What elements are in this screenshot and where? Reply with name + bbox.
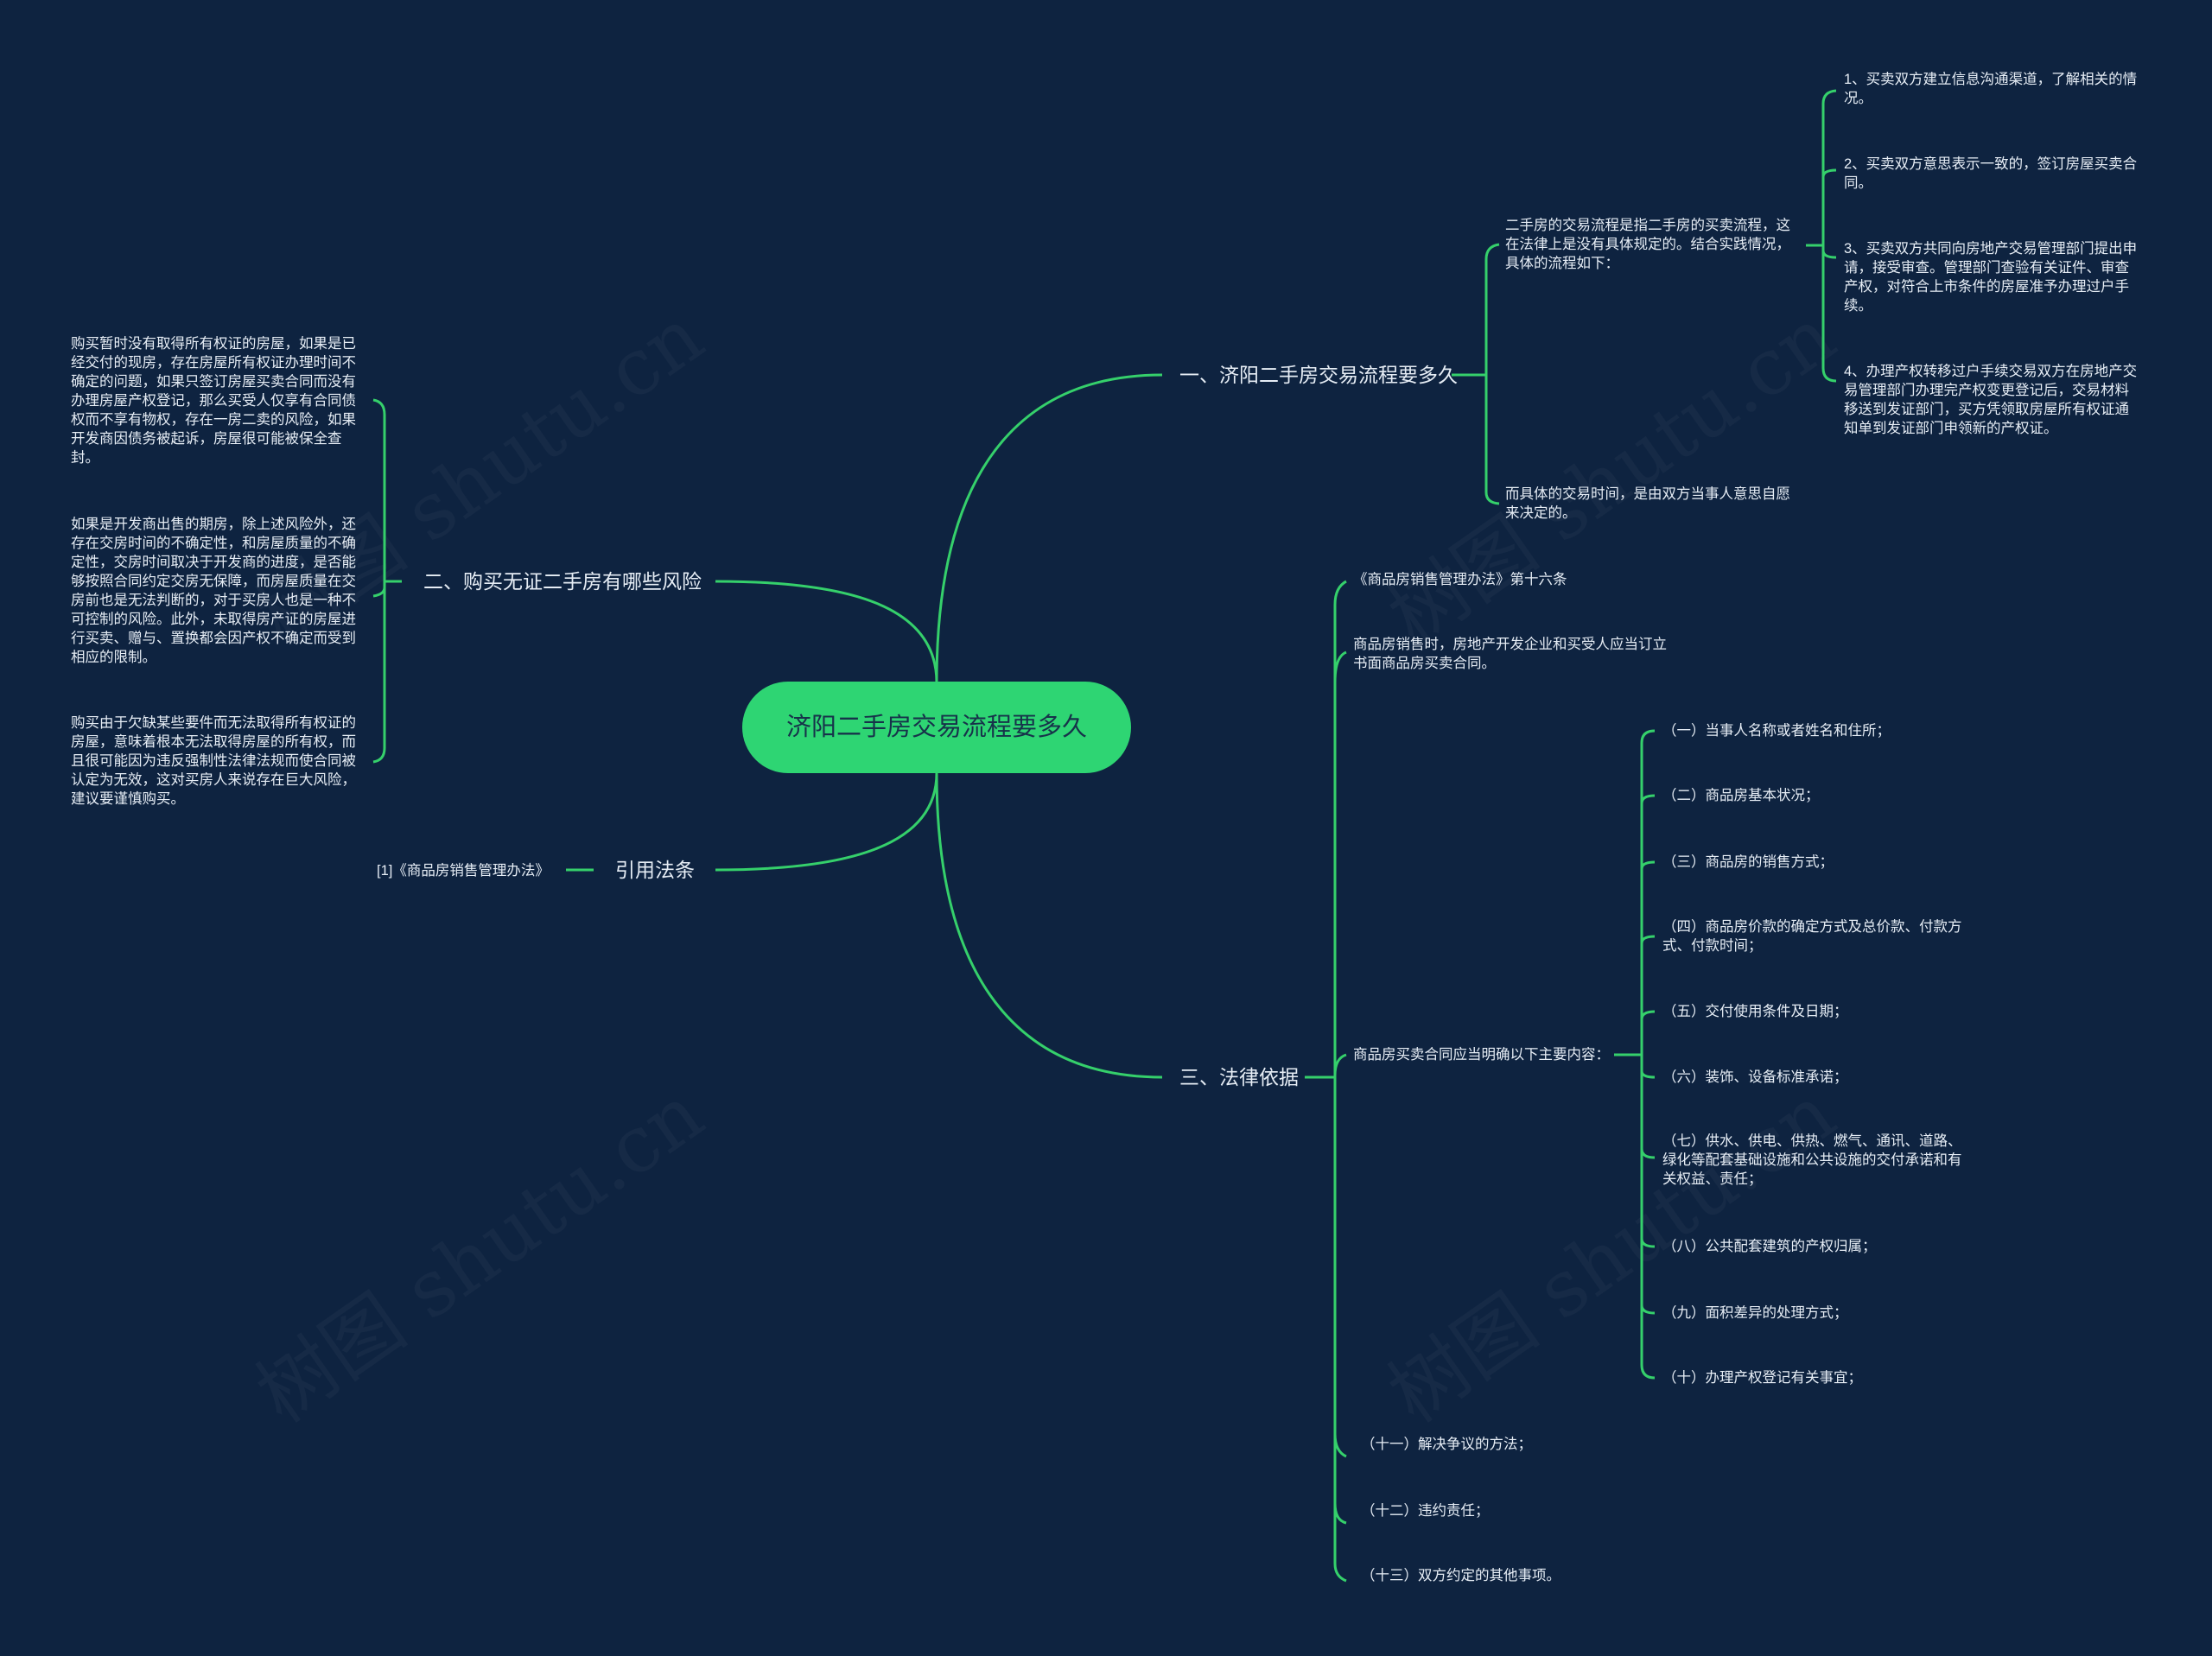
legal-item[interactable]: （十二）违约责任；: [1361, 1503, 1490, 1519]
contract-item[interactable]: （七）供水、供电、供热、燃气、通讯、道路、绿化等配套基础设施和公共设施的交付承诺…: [1662, 1133, 1962, 1187]
contract-item[interactable]: （四）商品房价款的确定方式及总价款、付款方式、付款时间；: [1662, 919, 1962, 954]
risk-item[interactable]: 购买暂时没有取得所有权证的房屋，如果是已经交付的现房，存在房屋所有权证办理时间不…: [71, 336, 356, 466]
legal-item[interactable]: （十一）解决争议的方法；: [1361, 1437, 1532, 1452]
branch-legal-basis[interactable]: 三、法律依据: [1179, 1066, 1299, 1088]
link-items-bracket: [1614, 729, 1656, 1380]
process-description[interactable]: 二手房的交易流程是指二手房的买卖流程，这在法律上是没有具体规定的。结合实践情况，…: [1505, 218, 1790, 271]
legal-clause[interactable]: 商品房销售时，房地产开发企业和买受人应当订立书面商品房买卖合同。: [1353, 637, 1667, 671]
legal-item[interactable]: （十三）双方约定的其他事项。: [1361, 1568, 1560, 1583]
link-steps-bracket: [1806, 89, 1837, 383]
link-b2-bracket: [372, 398, 402, 764]
legal-article-title[interactable]: 《商品房销售管理办法》第十六条: [1353, 572, 1567, 587]
contract-item[interactable]: （二）商品房基本状况；: [1662, 788, 1820, 803]
contract-item[interactable]: （十）办理产权登记有关事宜；: [1662, 1370, 1862, 1386]
legal-clause-contents[interactable]: 商品房买卖合同应当明确以下主要内容：: [1353, 1047, 1610, 1063]
link-center-b4: [935, 772, 1163, 1079]
link-center-b1: [935, 373, 1163, 683]
citation-item[interactable]: [1]《商品房销售管理办法》: [377, 863, 550, 879]
link-center-b2: [715, 580, 938, 683]
process-step[interactable]: 1、买卖双方建立信息沟通渠道，了解相关的情况。: [1844, 72, 2138, 106]
risk-item[interactable]: 购买由于欠缺某些要件而无法取得所有权证的房屋，意味着根本无法取得房屋的所有权，而…: [71, 715, 356, 807]
link-center-b3: [715, 772, 938, 872]
branch-citations[interactable]: 引用法条: [615, 859, 695, 881]
process-step[interactable]: 4、办理产权转移过户手续交易双方在房地产交易管理部门办理完产权变更登记后，交易材…: [1844, 364, 2138, 436]
link-b1-bracket: [1452, 243, 1500, 505]
central-topic-label: 济阳二手房交易流程要多久: [785, 714, 1087, 741]
process-step[interactable]: 2、买卖双方意思表示一致的，签订房屋买卖合同。: [1844, 156, 2138, 191]
branch-process-duration[interactable]: 一、济阳二手房交易流程要多久: [1179, 364, 1458, 386]
contract-item[interactable]: （一）当事人名称或者姓名和住所；: [1662, 723, 1891, 739]
branch-risks[interactable]: 二、购买无证二手房有哪些风险: [423, 570, 702, 593]
contract-item[interactable]: （九）面积差异的处理方式；: [1662, 1305, 1848, 1321]
link-b4-bracket: [1305, 580, 1347, 1583]
contract-item[interactable]: （五）交付使用条件及日期；: [1662, 1004, 1848, 1019]
contract-item[interactable]: （八）公共配套建筑的产权归属；: [1662, 1239, 1877, 1254]
contract-item[interactable]: （六）装饰、设备标准承诺；: [1662, 1069, 1848, 1085]
central-topic[interactable]: 济阳二手房交易流程要多久: [742, 682, 1131, 773]
process-time-note[interactable]: 而具体的交易时间，是由双方当事人意思自愿来决定的。: [1505, 486, 1790, 521]
risk-item[interactable]: 如果是开发商出售的期房，除上述风险外，还存在交房时间的不确定性，和房屋质量的不确…: [71, 517, 356, 665]
contract-item[interactable]: （三）商品房的销售方式；: [1662, 854, 1834, 870]
process-step[interactable]: 3、买卖双方共同向房地产交易管理部门提出申请，接受审查。管理部门查验有关证件、审…: [1844, 241, 2138, 314]
